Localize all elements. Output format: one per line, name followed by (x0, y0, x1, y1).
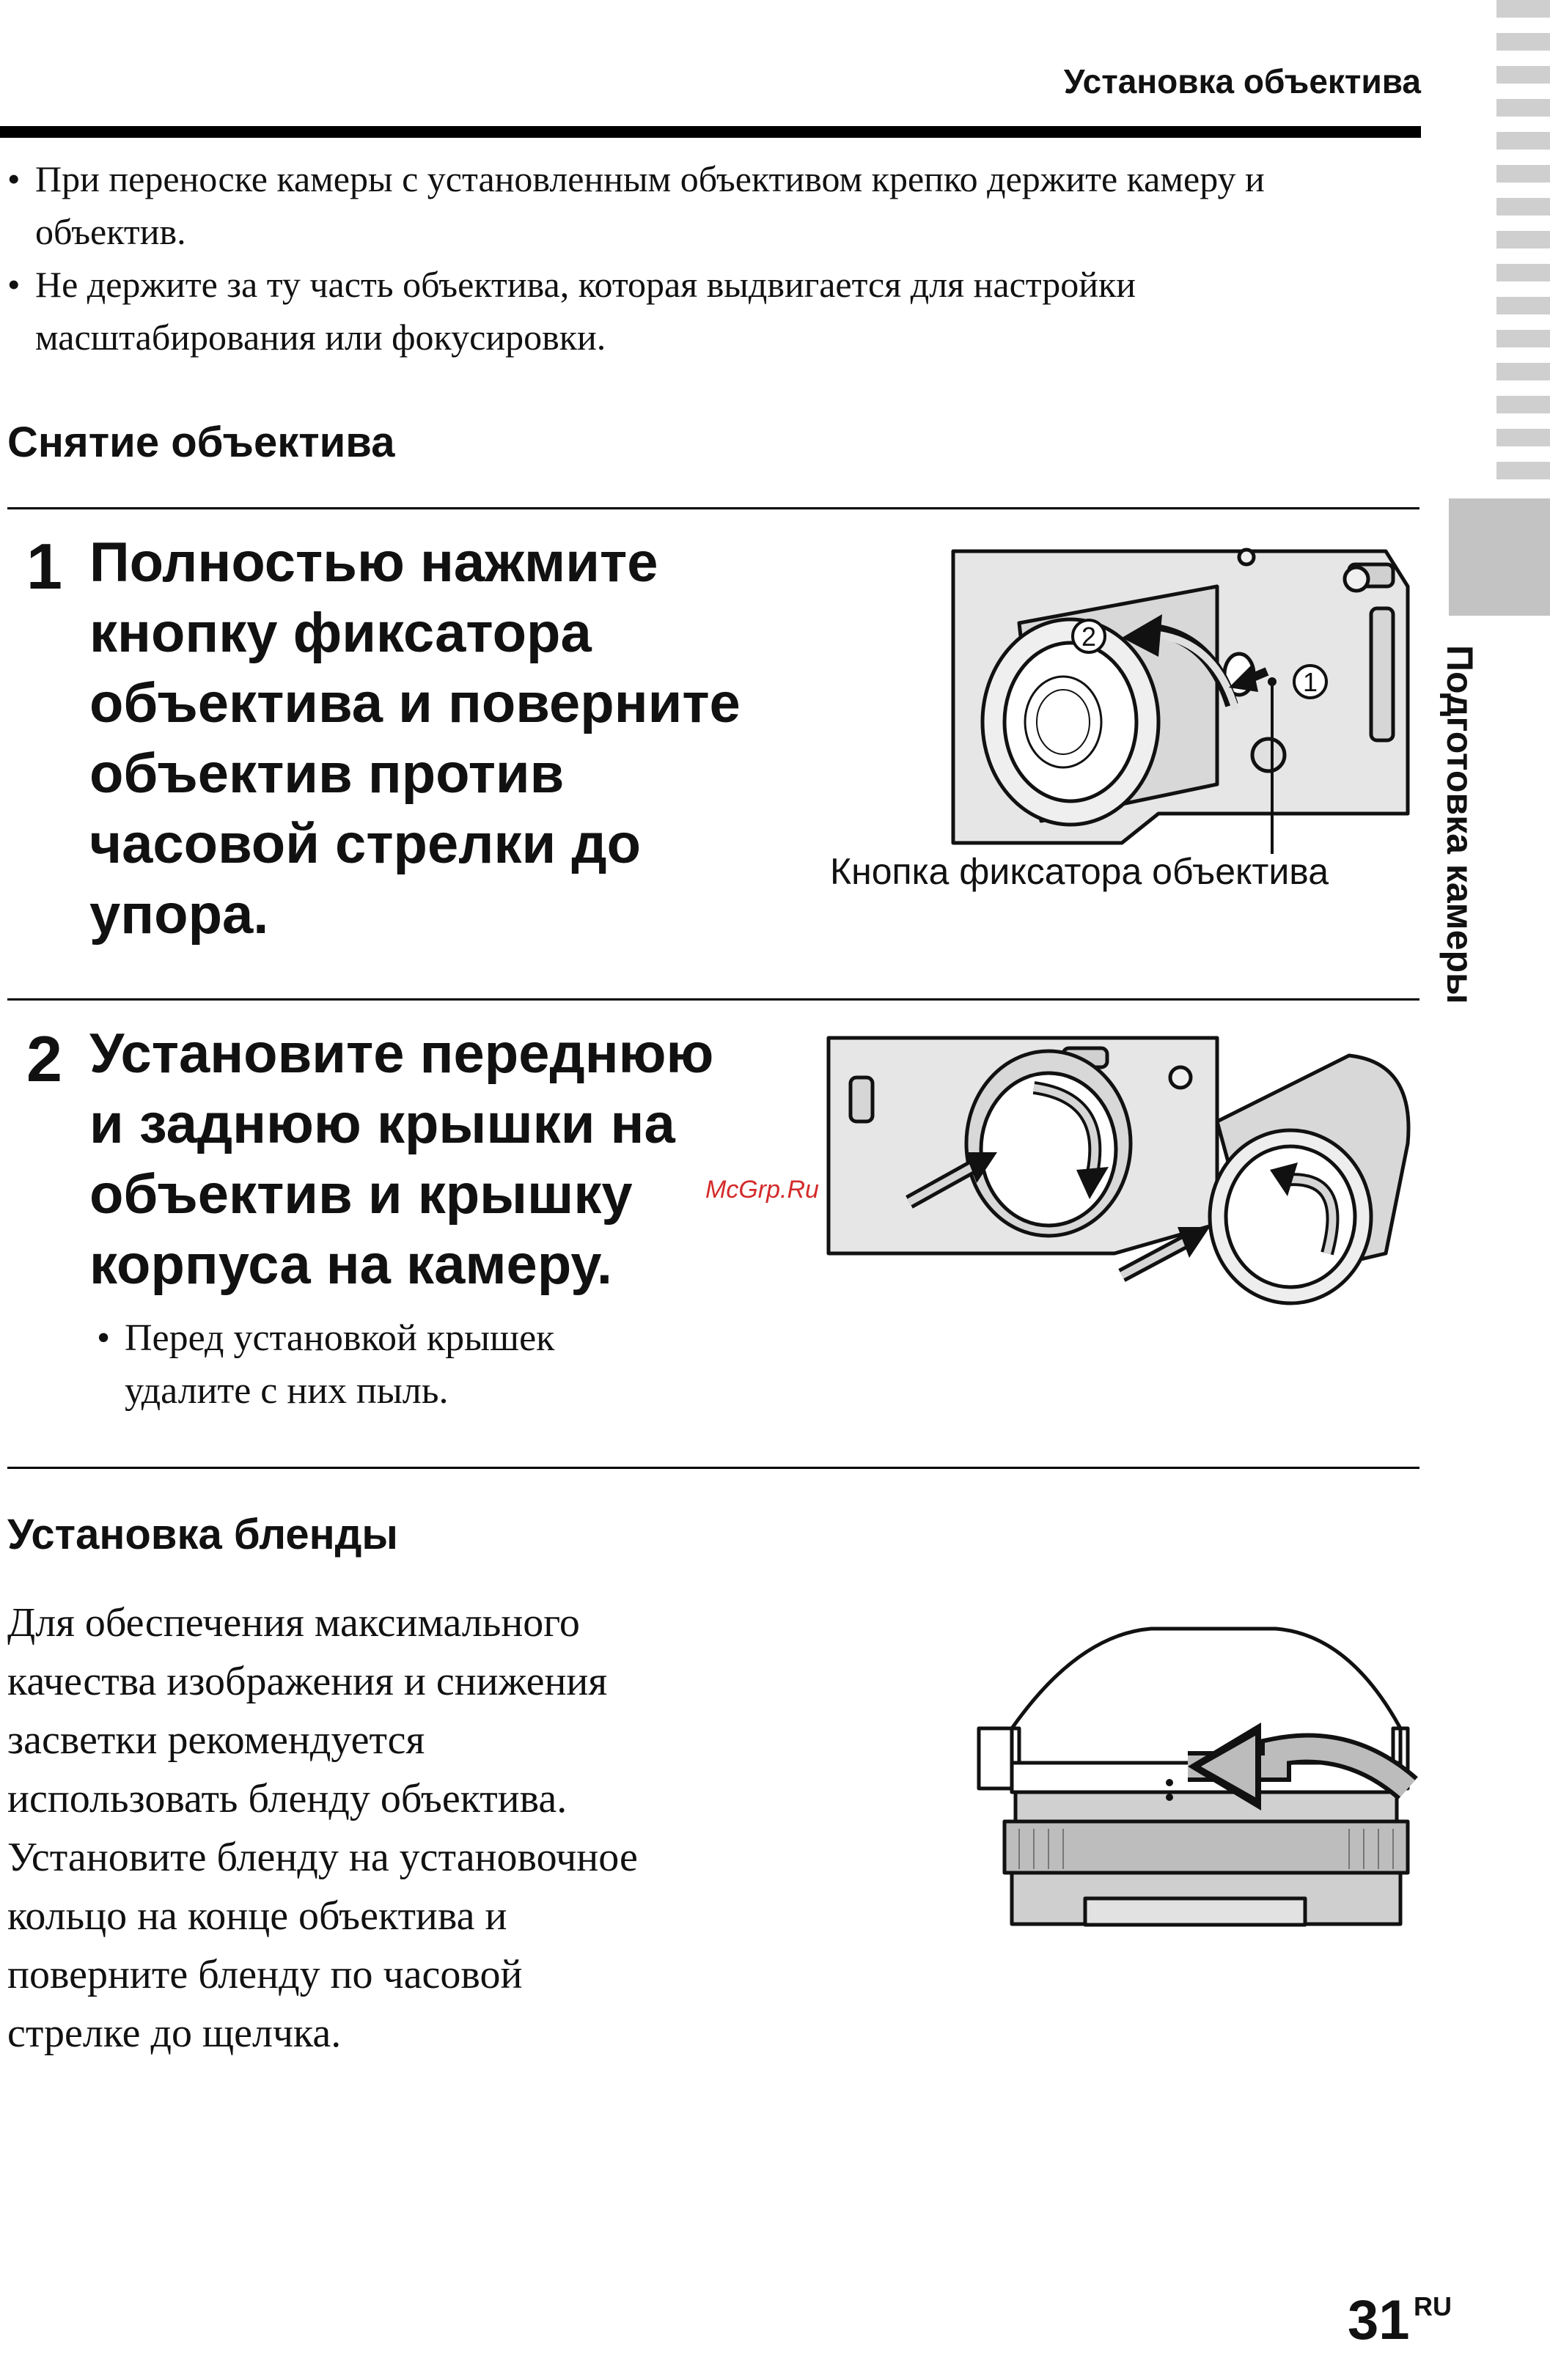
side-index-bar (1496, 297, 1550, 314)
side-index-bar (1496, 462, 1550, 479)
side-index-bar (1496, 429, 1550, 446)
step-2-instruction: Установите переднюю и заднюю крышки на о… (89, 1019, 823, 1300)
lens-hood-illustration (977, 1626, 1418, 1927)
side-index-bar (1496, 363, 1550, 380)
side-index-bar (1496, 66, 1550, 84)
callout-2: 2 (1081, 622, 1096, 652)
section-heading-hood: Установка бленды (7, 1511, 398, 1558)
side-index-bar (1496, 33, 1550, 51)
step-2-note: Перед установкой крышек удалите с них пы… (97, 1312, 757, 1418)
chapter-tab (1449, 498, 1550, 616)
text-line: стрелке до щелчка. (7, 2011, 342, 2056)
callout-1: 1 (1303, 667, 1318, 697)
side-index-bar (1496, 198, 1550, 215)
divider (7, 1467, 1419, 1469)
step-line: и заднюю крышки на (89, 1093, 675, 1155)
lens-release-button-caption: Кнопка фиксатора объектива (830, 851, 1329, 892)
step-line: объектив и крышку (89, 1163, 633, 1226)
step-line: корпуса на камеру. (89, 1234, 612, 1296)
side-index-bar (1496, 132, 1550, 150)
text-line: засветки рекомендуется (7, 1717, 425, 1763)
step-line: объектив против (89, 743, 565, 805)
note-line: Перед установкой крышек (97, 1312, 757, 1365)
step-line: Установите переднюю (89, 1023, 714, 1085)
side-index-bar (1496, 330, 1550, 347)
step-line: кнопку фиксатора (89, 602, 592, 664)
chapter-label: Подготовка камеры (1439, 645, 1480, 1004)
page-locale: RU (1414, 2291, 1452, 2321)
lens-removal-illustration: 2 1 (951, 548, 1410, 854)
text-line: поверните бленду по часовой (7, 1952, 523, 1997)
step-1-instruction: Полностью нажмите кнопку фиксатора объек… (89, 528, 823, 950)
divider (7, 507, 1419, 509)
hood-instructions: Для обеспечения максимального качества и… (7, 1594, 873, 2063)
page-number: 31 (1348, 2289, 1410, 2351)
side-index-bar (1496, 99, 1550, 117)
header-rule (0, 126, 1421, 138)
bullet-item: Не держите за ту часть объектива, котора… (7, 258, 1415, 364)
side-index-bar (1496, 0, 1550, 18)
section-heading-removal: Снятие объектива (7, 419, 395, 466)
text-line: использовать бленду объектива. (7, 1776, 568, 1821)
side-index-bar (1496, 165, 1550, 183)
bullet-item: При переноске камеры с установленным объ… (7, 152, 1415, 258)
text-line: Для обеспечения максимального (7, 1600, 580, 1646)
step-line: часовой стрелки до (89, 813, 642, 875)
watermark: McGrp.Ru (705, 1176, 819, 1204)
side-index-bar (1496, 264, 1550, 281)
step-line: Полностью нажмите (89, 531, 658, 594)
side-index-bar (1496, 396, 1550, 413)
step-line: упора. (89, 883, 269, 946)
note-line: удалите с них пыль. (125, 1370, 449, 1412)
chapter-label-container: Подготовка камеры (1439, 645, 1505, 1114)
step-number: 1 (26, 530, 62, 603)
text-line: качества изображения и снижения (7, 1659, 608, 1704)
text-line: кольцо на конце объектива и (7, 1893, 507, 1939)
text-line: Установите бленду на установочное (7, 1835, 638, 1880)
step-number: 2 (26, 1023, 62, 1095)
caps-illustration (826, 1036, 1411, 1305)
running-header-title: Установка объектива (1063, 62, 1421, 100)
divider (7, 998, 1419, 1001)
side-index-bar (1496, 231, 1550, 248)
step-line: объектива и поверните (89, 672, 741, 734)
intro-bullet-list: При переноске камеры с установленным объ… (7, 152, 1415, 364)
